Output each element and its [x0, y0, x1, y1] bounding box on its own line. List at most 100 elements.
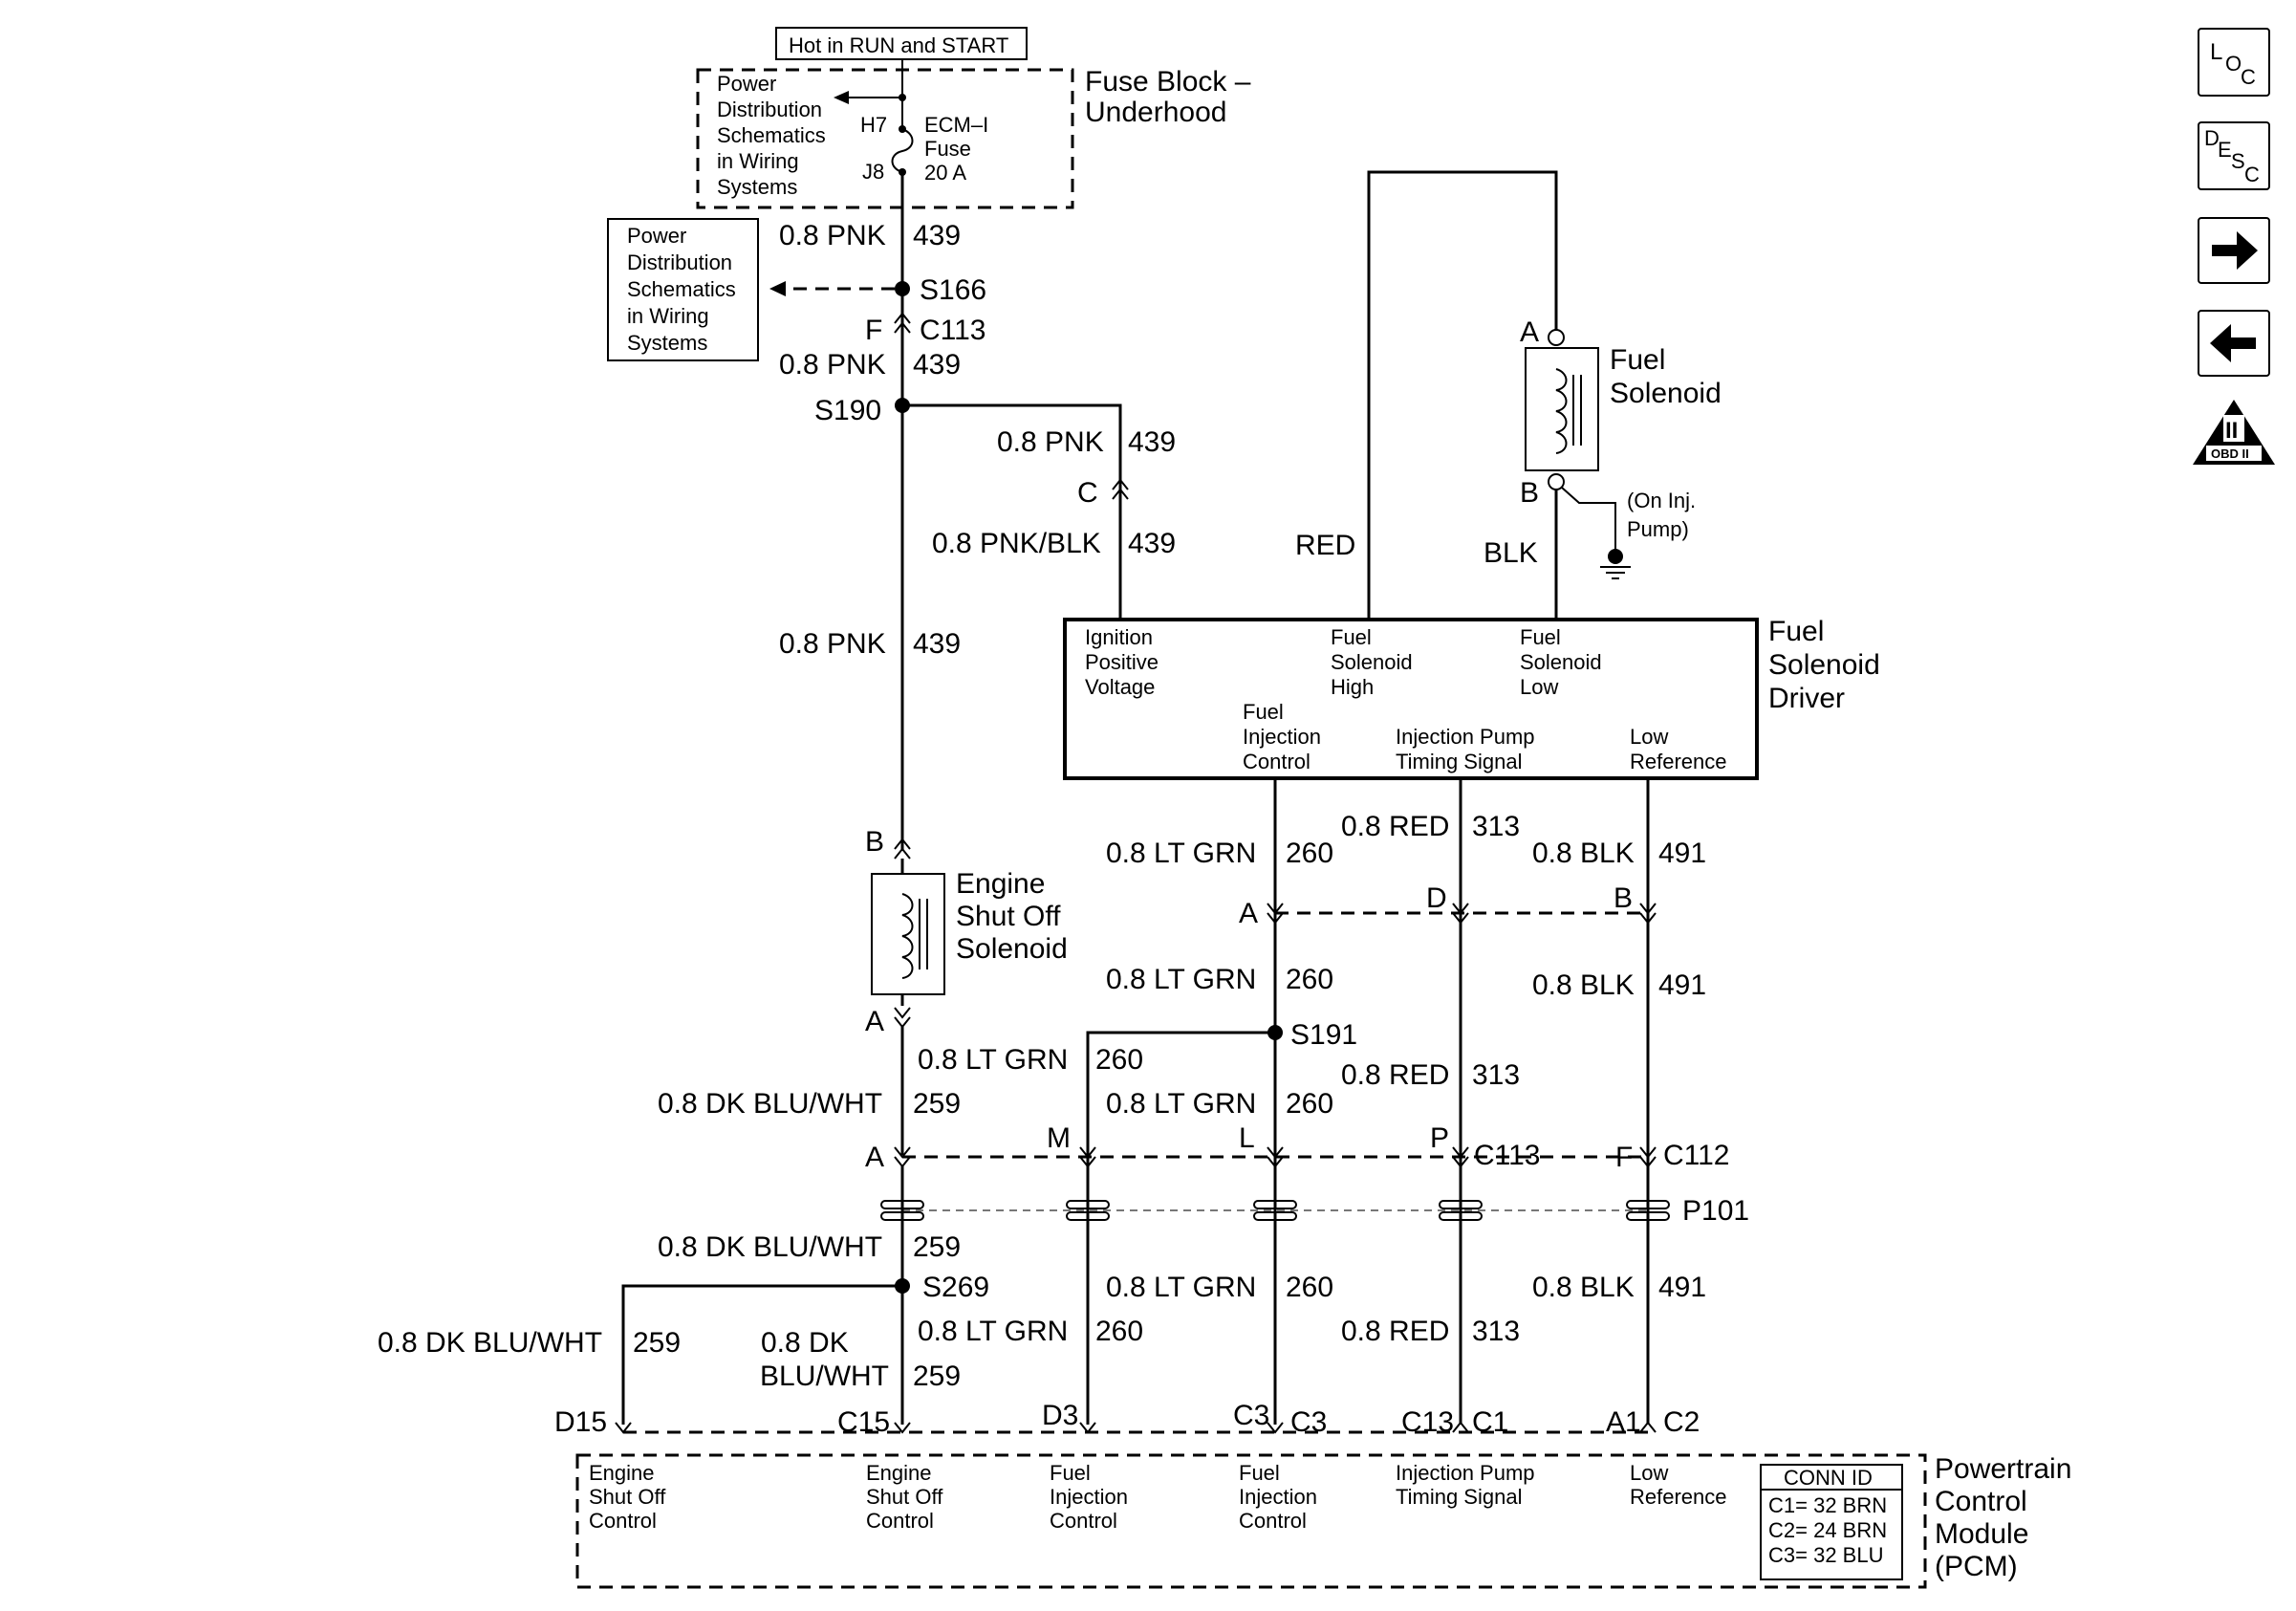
splice-label: S166	[920, 274, 986, 306]
pin-label: C13	[1401, 1406, 1454, 1438]
circuit-439: 0.8 PNK 439 S166 F C113 0.8 PNK 439 S190…	[769, 172, 1176, 851]
pin-label: C3	[1233, 1400, 1269, 1431]
pcm-title: (PCM)	[1935, 1551, 2018, 1582]
wire-circuit: 260	[1095, 1316, 1143, 1347]
pin-label: A	[1239, 898, 1258, 929]
wire-circuit: 260	[1286, 964, 1333, 995]
wire-circuit: 313	[1472, 811, 1520, 842]
pin-label: D	[1426, 882, 1447, 914]
power-distribution-ref[interactable]: Power Distribution Schematics in Wiring …	[607, 218, 759, 361]
pin-label: L	[1239, 1122, 1255, 1154]
wire-color: 0.8 LT GRN	[918, 1316, 1068, 1347]
fuel-solenoid-driver: Fuel Solenoid Driver Ignition Positive V…	[1063, 616, 1880, 780]
wire-circuit: 491	[1658, 969, 1706, 1001]
fuse-pin-out: J8	[862, 160, 884, 184]
pcm-pin-label: Timing Signal	[1396, 1485, 1522, 1509]
wire-color: 0.8 LT GRN	[1106, 964, 1256, 995]
pcm-pin-label: Engine	[589, 1461, 655, 1485]
wire-color: 0.8 PNK/BLK	[932, 528, 1101, 559]
desc-button[interactable]: D E S C	[2198, 121, 2270, 190]
solenoid-title: Solenoid	[1610, 378, 1722, 409]
obd-label: OBD II	[2211, 446, 2249, 461]
fuse-ref-line: Schematics	[717, 123, 826, 147]
wire-circuit: 260	[1286, 838, 1333, 869]
pcm-pin-label: Shut Off	[589, 1485, 666, 1509]
splice-label: S269	[922, 1272, 989, 1303]
driver-pin-label: Low	[1520, 675, 1558, 699]
obd-roman: II	[2225, 418, 2238, 444]
fuse-pin-in: H7	[860, 113, 887, 137]
wire-color: 0.8 DK BLU/WHT	[658, 1088, 882, 1120]
driver-pin-label: High	[1331, 675, 1374, 699]
driver-connector-row: A D B	[1239, 882, 1657, 929]
pcm-pin-label: Reference	[1630, 1485, 1727, 1509]
wire-circuit: 439	[913, 628, 961, 660]
driver-title: Solenoid	[1768, 649, 1880, 681]
connector-label: C112	[1663, 1140, 1730, 1171]
driver-pin-label: Fuel	[1331, 625, 1372, 649]
pin-label: C2	[1663, 1406, 1700, 1438]
pin-label: A1	[1606, 1406, 1641, 1438]
driver-title: Driver	[1768, 683, 1845, 714]
pin-label: M	[1047, 1122, 1071, 1154]
splice-label: S190	[814, 395, 881, 426]
loc-button[interactable]: L O C	[2198, 28, 2270, 97]
pcm-module: Powertrain Control Module (PCM) Engine S…	[575, 1453, 2071, 1589]
ref-line: Power	[627, 224, 686, 248]
driver-pin-label: Voltage	[1085, 675, 1155, 699]
wire-circuit: 260	[1286, 1088, 1333, 1120]
p101-row: P101	[880, 1195, 1749, 1227]
driver-pin-label: Fuel	[1520, 625, 1561, 649]
pin-label: A	[865, 1006, 884, 1037]
engine-shutoff-solenoid: B A Engine Shut Off Solenoid	[865, 826, 1068, 1037]
pcm-title: Control	[1935, 1486, 2027, 1517]
driver-pin-label: Solenoid	[1331, 650, 1413, 674]
wire-color: 0.8 PNK	[779, 628, 886, 660]
desc-icon-c: C	[2244, 163, 2260, 186]
forward-button[interactable]	[2198, 217, 2270, 284]
pcm-pin-label: Control	[589, 1509, 657, 1533]
driver-pin-label: Ignition	[1085, 625, 1153, 649]
wire-color: BLK	[1484, 537, 1538, 569]
circuit-259: 0.8 DK BLU/WHT 259	[658, 1027, 961, 1155]
wire-color: 0.8 RED	[1341, 1059, 1449, 1091]
fuse-block-subtitle: Underhood	[1085, 97, 1226, 128]
wire-circuit: 260	[1095, 1044, 1143, 1076]
wire-color: 0.8 BLK	[1532, 838, 1635, 869]
ref-line: Schematics	[627, 277, 736, 301]
driver-pin-label: Reference	[1630, 750, 1727, 773]
wire-color: 0.8 LT GRN	[918, 1044, 1068, 1076]
pin-label: B	[1614, 882, 1633, 914]
solenoid-title: Solenoid	[956, 933, 1068, 965]
wire-color: 0.8 LT GRN	[1106, 1272, 1256, 1303]
connector-label: C113	[1474, 1140, 1541, 1171]
wire-color: BLU/WHT	[760, 1361, 889, 1392]
wire-circuit: 259	[913, 1361, 961, 1392]
wire-color: 0.8 DK BLU/WHT	[658, 1231, 882, 1263]
wire-color: 0.8 LT GRN	[1106, 838, 1256, 869]
connector-label: C113	[920, 315, 986, 346]
pcm-pin-label: Engine	[866, 1461, 932, 1485]
wire-circuit: 439	[1128, 528, 1176, 559]
back-button[interactable]	[2198, 310, 2270, 377]
wire-color: 0.8 LT GRN	[1106, 1088, 1256, 1120]
pin-label: B	[1520, 477, 1539, 509]
pcm-pin-label: Injection Pump	[1396, 1461, 1535, 1485]
driver-pin-label: Timing Signal	[1396, 750, 1522, 773]
circuit-491: 0.8 BLK 491 0.8 BLK 491 0.8 BLK 491	[1532, 778, 1706, 1425]
pin-label: A	[865, 1142, 884, 1173]
wire-color: RED	[1295, 530, 1355, 561]
obd-ii-button[interactable]: II OBD II	[2193, 400, 2275, 465]
solenoid-title: Shut Off	[956, 901, 1061, 932]
splice-s166	[895, 281, 910, 296]
ref-line: Distribution	[627, 250, 732, 274]
pcm-pin-label: Control	[866, 1509, 934, 1533]
pcm-pin-row: D15 C15 D3 C3 C3 C13 C1 A1 C2	[554, 1400, 1700, 1438]
pcm-title: Module	[1935, 1518, 2028, 1550]
driver-pin-label: Solenoid	[1520, 650, 1602, 674]
wire-circuit: 439	[1128, 426, 1176, 458]
conn-id-row: C3= 32 BLU	[1768, 1543, 1883, 1567]
wire-color: 0.8 DK	[761, 1327, 849, 1359]
driver-pin-label: Injection	[1243, 725, 1321, 749]
pcm-pin-label: Control	[1050, 1509, 1117, 1533]
